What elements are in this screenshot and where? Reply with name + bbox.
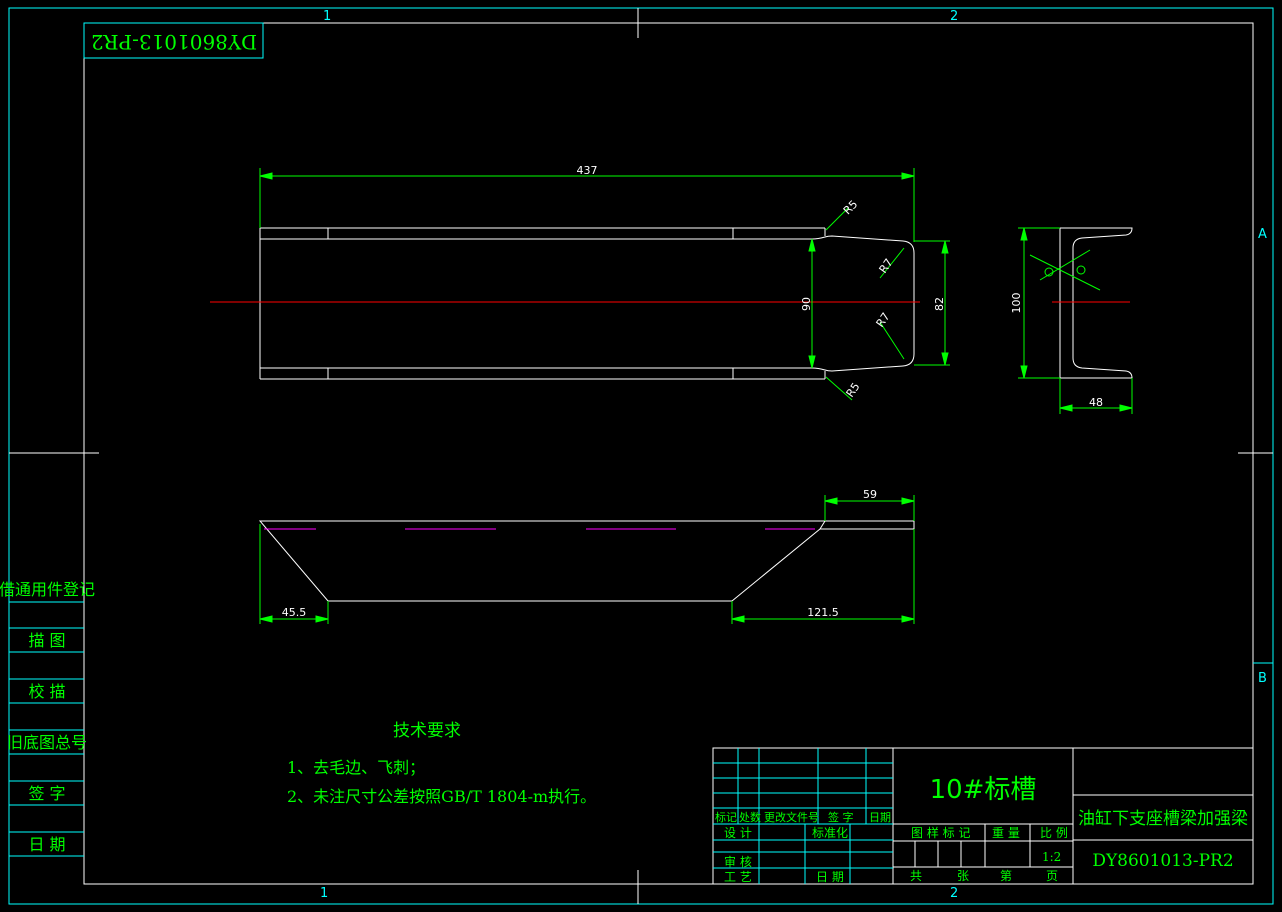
zone-label-bottom-2: 2 — [950, 886, 958, 901]
dim-100-label: 100 — [1010, 293, 1023, 314]
tb-part-number: DY8601013-PR2 — [1092, 851, 1233, 871]
bottom-view — [258, 520, 915, 602]
dim-45-5-label: 45.5 — [282, 606, 307, 619]
tb-weight-label: 重 量 — [992, 826, 1020, 840]
bottom-view-dimensions — [259, 495, 915, 624]
mirrored-drawing-number-text: DY8601013-PR2 — [91, 30, 257, 54]
tb-scale-value: 1:2 — [1042, 850, 1061, 864]
dim-r5-bottom-label: R5 — [844, 380, 863, 399]
zone-label-b: B — [1258, 671, 1267, 686]
tb-design-label: 设 计 — [724, 826, 752, 840]
dim-length-label: 437 — [577, 164, 598, 177]
tb-review-label: 审 核 — [724, 854, 752, 869]
registration-row-old-base-number: 旧底图总号 — [7, 733, 87, 752]
revision-table-grid — [713, 748, 893, 884]
tb-sheet-label-1: 张 — [957, 869, 969, 883]
dim-90-label: 90 — [800, 297, 813, 311]
tb-standardize-label: 标准化 — [812, 826, 848, 840]
registration-row-trace: 描 图 — [28, 631, 65, 650]
dim-59-label: 59 — [863, 488, 877, 501]
tb-date-label: 日 期 — [816, 870, 844, 884]
section-weld-symbols — [1029, 249, 1101, 291]
registration-row-date: 日 期 — [28, 835, 65, 854]
tb-scale-label: 比 例 — [1040, 826, 1068, 840]
title-block-grid — [712, 747, 1254, 885]
top-view-dimensions — [259, 168, 950, 401]
notes-title: 技术要求 — [393, 721, 461, 741]
tb-page-label: 页 — [1046, 869, 1058, 883]
dim-48-label: 48 — [1089, 396, 1103, 409]
tb-part-name: 油缸下支座槽梁加强梁 — [1078, 808, 1248, 829]
dim-121-5-label: 121.5 — [807, 606, 839, 619]
rev-header-signature: 签 字 — [828, 810, 854, 824]
dim-r5-top-label: R5 — [841, 198, 861, 218]
registration-header: 借通用件登记 — [0, 580, 95, 599]
zone-label-top-2: 2 — [950, 9, 958, 24]
section-dimensions — [1018, 227, 1133, 414]
dim-r7-upper-label: R7 — [877, 256, 896, 275]
top-view — [259, 227, 915, 380]
zone-label-bottom-1: 1 — [320, 886, 328, 901]
mirrored-drawing-number: DY8601013-PR2 — [83, 22, 264, 59]
tb-no-label: 第 — [1000, 869, 1012, 883]
tb-stage-mark-label: 图 样 标 记 — [911, 825, 970, 840]
tb-material: 10#标槽 — [930, 775, 1037, 805]
rev-header-date: 日期 — [869, 811, 891, 824]
registration-row-signature: 签 字 — [28, 784, 65, 803]
dim-r7-lower-label: R7 — [874, 310, 893, 329]
left-registration-column — [9, 601, 84, 857]
rev-header-change-doc: 更改文件号 — [764, 810, 819, 824]
dim-82-label: 82 — [933, 297, 946, 311]
rev-header-count: 处数 — [739, 811, 761, 824]
drawing-frame — [8, 7, 1274, 905]
zone-label-a: A — [1258, 227, 1267, 242]
tb-total-label: 共 — [910, 869, 922, 883]
zone-label-top-1: 1 — [323, 9, 331, 24]
note-item-1: 1、去毛边、飞刺； — [287, 758, 425, 777]
rev-header-mark: 标记 — [715, 810, 737, 824]
registration-row-check-trace: 校 描 — [28, 682, 65, 701]
section-view — [1059, 227, 1133, 379]
note-item-2: 2、未注尺寸公差按照GB/T 1804-m执行。 — [287, 787, 596, 806]
tb-process-label: 工 艺 — [724, 870, 752, 884]
